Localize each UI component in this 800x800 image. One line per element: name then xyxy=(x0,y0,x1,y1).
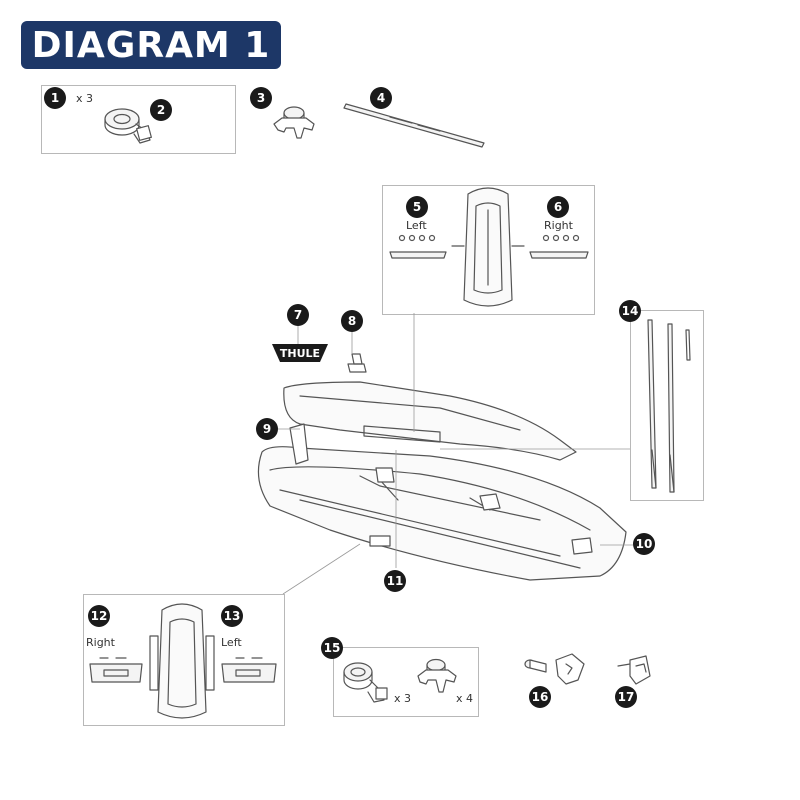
qty-label-15-strap: x 3 xyxy=(394,692,412,705)
marker-5: 5 xyxy=(406,196,428,218)
group-box-rails xyxy=(630,310,704,501)
side-label-6: Right xyxy=(544,219,573,232)
strap-roll-icon xyxy=(105,109,151,143)
side-rails-icon xyxy=(648,320,690,492)
marker-6: 6 xyxy=(547,196,569,218)
marker-10: 10 xyxy=(633,533,655,555)
clamp-knob-icon xyxy=(274,107,314,138)
marker-4: 4 xyxy=(370,87,392,109)
marker-1: 1 xyxy=(44,87,66,109)
leader-lines xyxy=(278,313,633,594)
thule-logo-badge: THULE xyxy=(272,344,328,362)
group-box-end-caps-top xyxy=(382,185,595,315)
side-label-13: Left xyxy=(221,636,242,649)
marker-17: 17 xyxy=(615,686,637,708)
marker-12: 12 xyxy=(88,605,110,627)
qty-label-1: x 3 xyxy=(76,92,94,105)
roof-box-main-illustration xyxy=(258,382,626,580)
side-label-12: Right xyxy=(86,636,115,649)
side-label-5: Left xyxy=(406,219,427,232)
group-box-straps xyxy=(41,85,236,154)
latch-part-icon xyxy=(348,354,366,372)
marker-9: 9 xyxy=(256,418,278,440)
marker-16: 16 xyxy=(529,686,551,708)
rail-strip-icon xyxy=(344,104,484,147)
marker-3: 3 xyxy=(250,87,272,109)
marker-8: 8 xyxy=(341,310,363,332)
spare-clamp-icon xyxy=(418,660,456,693)
key-icon xyxy=(618,656,650,684)
group-box-end-caps-bottom xyxy=(83,594,285,726)
marker-7: 7 xyxy=(287,304,309,326)
qty-label-15-clamp: x 4 xyxy=(456,692,474,705)
marker-13: 13 xyxy=(221,605,243,627)
end-cap-box-bottom-view xyxy=(90,604,276,718)
thule-logo-text: THULE xyxy=(280,347,320,360)
marker-11: 11 xyxy=(384,570,406,592)
marker-14: 14 xyxy=(619,300,641,322)
spare-strap-icon xyxy=(344,663,387,702)
marker-2: 2 xyxy=(150,99,172,121)
group-box-spare-kit xyxy=(333,647,479,717)
end-cap-box-top-view xyxy=(390,188,588,306)
marker-15: 15 xyxy=(321,637,343,659)
lock-and-key-icon xyxy=(525,654,584,684)
diagram-title: DIAGRAM 1 xyxy=(21,21,281,69)
